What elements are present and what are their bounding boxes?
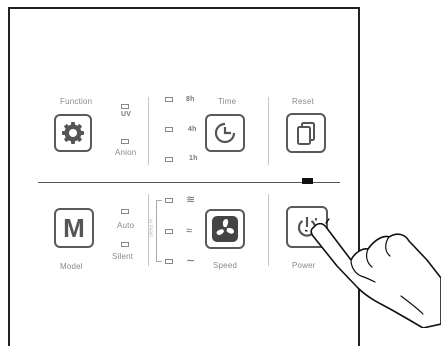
pointing-hand-icon <box>305 218 441 328</box>
anion-indicator <box>121 139 129 144</box>
divider <box>268 194 269 266</box>
silent-label: Silent <box>112 252 133 261</box>
time-4h-indicator <box>165 127 173 132</box>
silent-indicator <box>121 242 129 247</box>
fan-icon <box>211 215 239 243</box>
time-button[interactable] <box>205 114 245 152</box>
time-1h-indicator <box>165 157 173 162</box>
reset-button[interactable] <box>286 113 326 153</box>
auto-indicator <box>121 209 129 214</box>
time-4h-label: 4h <box>188 126 197 133</box>
timer-icon <box>213 121 237 145</box>
speed-bracket <box>156 200 162 262</box>
uv-indicator <box>121 104 129 109</box>
divider <box>148 97 149 165</box>
time-1h-label: 1h <box>189 155 198 162</box>
panel-separator <box>38 182 340 183</box>
function-label: Function <box>60 97 92 106</box>
reset-icon <box>295 121 317 145</box>
reset-label: Reset <box>292 97 314 106</box>
auto-label: Auto <box>117 221 134 230</box>
power-indicator <box>302 178 313 184</box>
model-glyph: M <box>63 213 85 244</box>
speed-label: Speed <box>213 261 237 270</box>
time-8h-label: 8h <box>186 96 195 103</box>
wave-low-icon: ∼ <box>186 256 195 267</box>
speed-button[interactable] <box>205 209 245 249</box>
wave-mid-icon: ≈ <box>186 226 192 237</box>
speed-low-indicator <box>165 259 173 264</box>
divider <box>268 97 269 165</box>
uv-label: UV <box>121 111 131 118</box>
wave-high-icon: ≋ <box>186 195 195 206</box>
speed-mid-indicator <box>165 229 173 234</box>
gear-icon <box>61 121 85 145</box>
speed-vertical-label: Sleep Hi <box>148 219 154 238</box>
model-button[interactable]: M <box>54 208 94 248</box>
time-8h-indicator <box>165 97 173 102</box>
function-button[interactable] <box>54 114 92 152</box>
model-label: Model <box>60 262 83 271</box>
time-label: Time <box>218 97 236 106</box>
anion-label: Anion <box>115 148 136 157</box>
speed-high-indicator <box>165 198 173 203</box>
